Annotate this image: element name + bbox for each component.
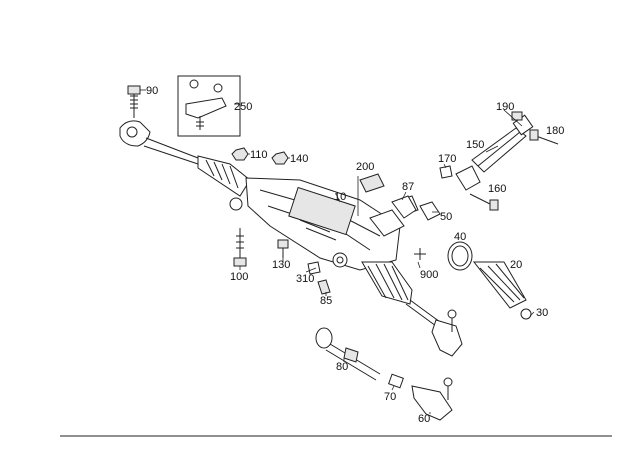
part-number-310: 310 xyxy=(296,273,314,285)
part-number-30: 30 xyxy=(536,307,548,319)
fitting-900 xyxy=(414,248,426,260)
part-number-250: 250 xyxy=(234,101,252,113)
part-number-110: 110 xyxy=(250,149,268,161)
part-85 xyxy=(317,279,331,295)
part-number-70: 70 xyxy=(384,391,396,403)
part-number-87: 87 xyxy=(402,181,414,193)
part-number-170: 170 xyxy=(438,153,456,165)
part-number-60: 60 xyxy=(418,413,430,425)
part-number-90: 90 xyxy=(146,85,158,97)
nut-140 xyxy=(271,151,289,165)
clamp-30 xyxy=(520,308,532,320)
boot-20 xyxy=(472,261,527,309)
bolt-100 xyxy=(233,228,247,267)
part-number-20: 20 xyxy=(510,259,522,271)
part-number-100: 100 xyxy=(230,271,248,283)
part-number-180: 180 xyxy=(546,125,564,137)
tie-rod-end-60 xyxy=(411,377,453,421)
intermediate-shaft-150 xyxy=(455,114,534,191)
bolt-190 xyxy=(511,111,523,121)
clip-50 xyxy=(419,201,441,221)
ring-40 xyxy=(447,241,473,271)
mounting-kit-250 xyxy=(177,75,241,137)
part-number-200: 200 xyxy=(356,161,374,173)
part-labels: 90 250 110 140 200 10 87 190 180 150 170… xyxy=(146,85,564,425)
bolt-160 xyxy=(469,193,499,211)
clip-170 xyxy=(439,165,453,179)
part-number-190: 190 xyxy=(496,101,514,113)
nut-110 xyxy=(231,147,249,161)
label-plate-200 xyxy=(359,173,385,193)
part-number-900: 900 xyxy=(420,269,438,281)
bolt-90 xyxy=(127,85,141,118)
part-number-40: 40 xyxy=(454,231,466,243)
nut-70 xyxy=(388,373,404,389)
left-tie-rod-end xyxy=(119,120,199,165)
steering-rack-housing xyxy=(197,155,441,327)
part-number-50: 50 xyxy=(440,211,452,223)
leader-lines xyxy=(140,89,535,414)
bolt-180 xyxy=(529,129,559,145)
part-number-80: 80 xyxy=(336,361,348,373)
part-number-10: 10 xyxy=(334,191,346,203)
inner-tie-rod-80 xyxy=(315,327,381,381)
part-number-130: 130 xyxy=(272,259,290,271)
right-tie-rod-end-mounted xyxy=(431,309,463,357)
part-number-160: 160 xyxy=(488,183,506,195)
part-number-140: 140 xyxy=(290,153,308,165)
part-number-150: 150 xyxy=(466,139,484,151)
part-number-85: 85 xyxy=(320,295,332,307)
bolt-130 xyxy=(277,239,289,258)
